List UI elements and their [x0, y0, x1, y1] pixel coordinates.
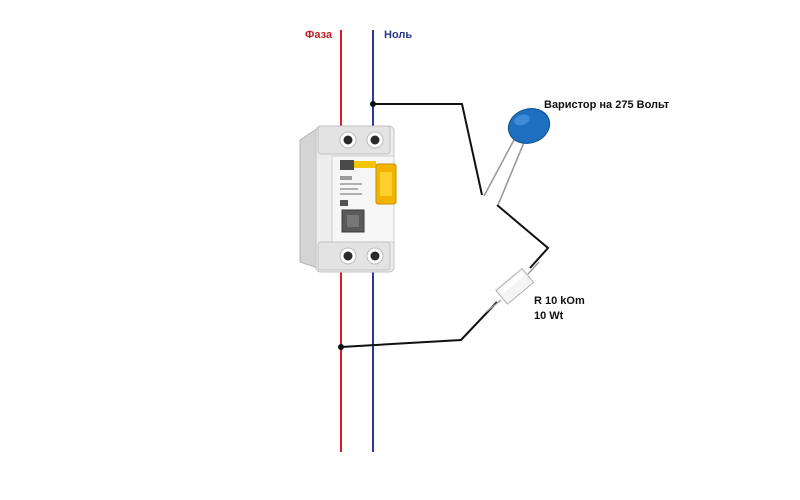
- varistor-label: Варистор на 275 Вольт: [544, 99, 670, 111]
- connection-wire-varistor-to-resistor: [496, 204, 550, 269]
- connection-wire-neutral-to-varistor: [373, 103, 483, 196]
- connection-wire-resistor-to-phase: [340, 301, 498, 348]
- resistor: [485, 261, 540, 313]
- varistor: [483, 108, 551, 206]
- phase-label: Фаза: [305, 29, 333, 41]
- rcd-breaker: [299, 125, 397, 273]
- brand-logo: [340, 160, 354, 170]
- neutral-label: Ноль: [384, 29, 413, 41]
- resistor-value-label: R 10 kOm: [534, 295, 585, 307]
- junction-dot-phase: [338, 344, 344, 350]
- junction-dot-neutral: [370, 101, 376, 107]
- resistor-power-label: 10 Wt: [534, 310, 564, 322]
